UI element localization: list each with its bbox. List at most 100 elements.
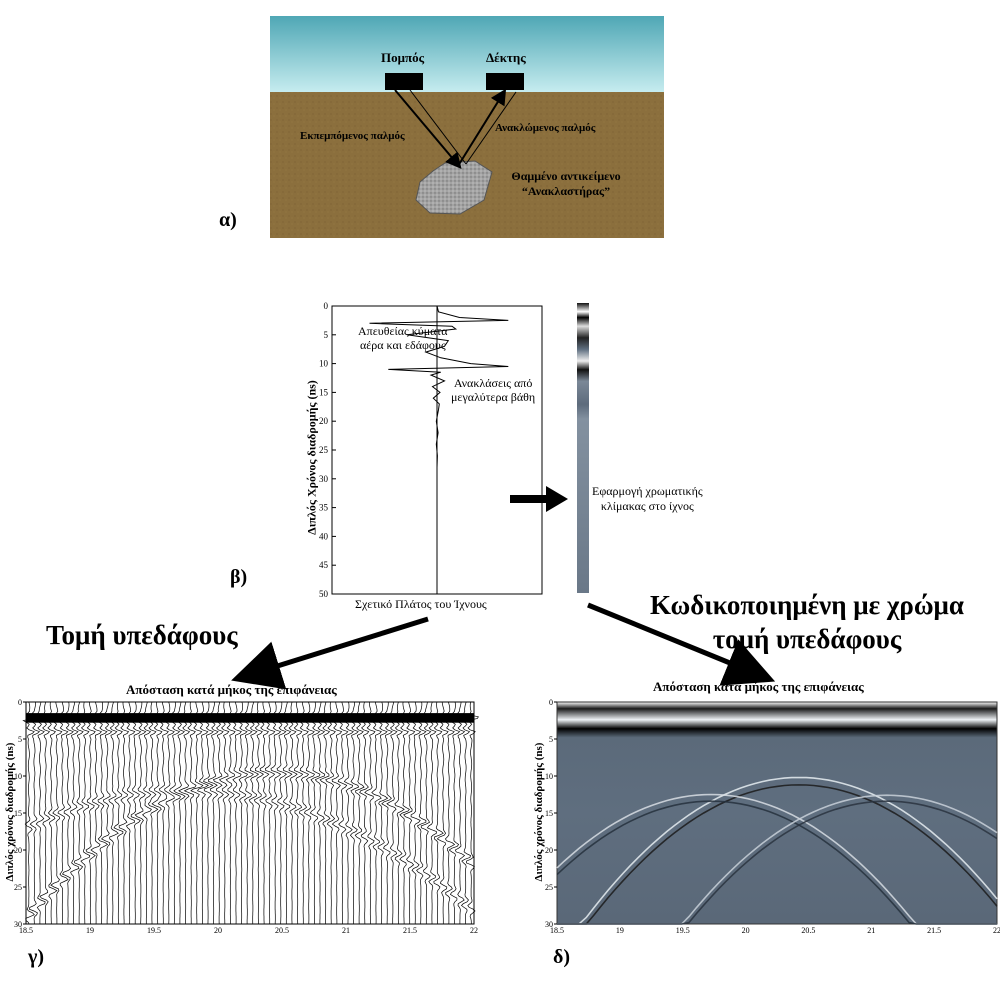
- buried-object-line2: “Ανακλαστήρας”: [521, 184, 611, 198]
- wiggle-trace: [375, 701, 389, 924]
- panel-a-letter: α): [219, 209, 237, 231]
- section-xtick-label: 22: [993, 926, 1000, 934]
- trace-waveform: [369, 305, 509, 594]
- wiggle-trace: [147, 701, 160, 924]
- wiggle-trace: [201, 701, 214, 925]
- section-xtick-label: 22: [470, 926, 478, 934]
- wiggle-traces: [22, 701, 479, 925]
- transmitter-box: [385, 73, 423, 90]
- emitted-arrow: [394, 89, 462, 170]
- section-xtick-label: 18.5: [550, 926, 564, 934]
- wiggle-trace: [183, 701, 199, 925]
- color-bar: [577, 303, 589, 593]
- heading-section-left: Τομή υπεδάφους: [46, 620, 238, 650]
- wiggle-trace: [89, 701, 103, 925]
- wiggle-trace: [442, 701, 456, 925]
- wiggle-trace: [247, 701, 260, 925]
- wiggle-trace: [128, 701, 142, 924]
- reflection-hyperbola: [557, 776, 998, 925]
- emitted-pulse-label: Εκπεμπόμενος παλμός: [300, 130, 405, 142]
- trace-ytick-label: 25: [319, 445, 329, 455]
- wiggle-trace: [403, 701, 417, 924]
- section-ytick-label: 15: [14, 809, 22, 818]
- wiggle-trace: [287, 701, 300, 924]
- wiggle-trace: [108, 701, 120, 925]
- wiggle-trace: [61, 701, 74, 925]
- wiggle-trace: [426, 701, 440, 924]
- section-ytick-label: 10: [14, 772, 22, 781]
- wiggle-trace: [173, 701, 187, 924]
- wiggle-trace: [281, 701, 293, 924]
- section-xtick-label: 18.5: [19, 926, 33, 934]
- wiggle-trace: [364, 701, 379, 924]
- section-ytick-label: 30: [14, 920, 22, 929]
- receiver-box: [486, 73, 524, 90]
- wiggle-trace: [224, 701, 239, 924]
- wiggle-trace: [253, 701, 267, 924]
- wiggle-trace: [369, 701, 383, 925]
- wiggle-trace: [157, 701, 171, 924]
- trace-ytick-label: 15: [319, 387, 329, 397]
- section-ytick-label: 25: [14, 883, 22, 892]
- section-ytick-label: 30: [545, 920, 553, 929]
- wiggle-frame: [25, 701, 475, 925]
- section-xtick-label: 19.5: [147, 926, 161, 934]
- wiggle-trace: [381, 701, 394, 924]
- color-hyperbolas: [556, 776, 998, 925]
- wiggle-trace: [50, 701, 65, 924]
- color-scale-line1: Εφαρμογή χρωματικής: [592, 484, 703, 498]
- reflection-hyperbola: [556, 800, 997, 925]
- trace-ytick-label: 0: [324, 301, 329, 311]
- section-xtick-label: 21.5: [927, 926, 941, 934]
- trace-ytick-label: 35: [319, 503, 329, 513]
- wiggle-trace: [274, 701, 288, 924]
- annotation-deep-line2: μεγαλύτερα βάθη: [451, 390, 536, 404]
- annotation-direct-line2: αέρα και εδάφους: [359, 338, 446, 352]
- wiggle-trace: [341, 701, 354, 925]
- wiggle-trace: [190, 701, 205, 924]
- wiggle-trace: [297, 701, 311, 924]
- transmitter-label: Πομπός: [381, 50, 425, 65]
- panel-b-letter: β): [230, 566, 248, 588]
- panel-d-title: Απόσταση κατά μήκος της επιφάνειας: [653, 679, 864, 694]
- wiggle-trace: [68, 701, 80, 924]
- wiggle-trace: [28, 701, 41, 924]
- panel-c-letter: γ): [28, 946, 45, 968]
- trace-ytick-label: 40: [319, 531, 329, 541]
- trace-xlabel: Σχετικό Πλάτος του Ίχνους: [355, 597, 487, 611]
- wiggle-trace: [55, 701, 69, 924]
- wiggle-trace: [354, 701, 367, 925]
- wiggle-trace: [168, 701, 181, 924]
- section-xtick-label: 21: [342, 926, 350, 934]
- section-xtick-label: 19.5: [676, 926, 690, 934]
- wiggle-trace: [393, 701, 406, 924]
- wiggle-trace: [141, 701, 154, 924]
- ground-illustration: [270, 16, 664, 238]
- panel-c-title: Απόσταση κατά μήκος της επιφάνειας: [126, 682, 337, 697]
- wiggle-trace: [268, 701, 282, 924]
- wiggle-trace: [314, 701, 327, 924]
- annotation-deep-line1: Ανακλάσεις από: [453, 376, 533, 390]
- wiggle-trace: [292, 701, 306, 924]
- wiggle-trace: [436, 701, 451, 924]
- wiggle-trace: [178, 701, 193, 924]
- wiggle-trace: [235, 701, 249, 925]
- reflected-arrow: [457, 88, 507, 167]
- wiggle-trace: [151, 701, 166, 924]
- annotation-direct-line1: Απευθείας κύματα: [358, 324, 448, 338]
- section-xtick-label: 19: [616, 926, 624, 934]
- wiggle-trace: [100, 701, 114, 924]
- section-xtick-label: 20.5: [801, 926, 815, 934]
- right-arrow-icon: [510, 486, 568, 512]
- section-ytick-label: 10: [545, 772, 553, 781]
- wiggle-trace: [460, 701, 473, 925]
- receiver-label: Δέκτης: [486, 50, 526, 65]
- wiggle-trace: [84, 701, 98, 924]
- section-xtick-label: 20: [214, 926, 222, 934]
- wiggle-trace: [74, 701, 87, 925]
- section-ytick-label: 0: [549, 698, 553, 707]
- section-xtick-label: 19: [86, 926, 94, 934]
